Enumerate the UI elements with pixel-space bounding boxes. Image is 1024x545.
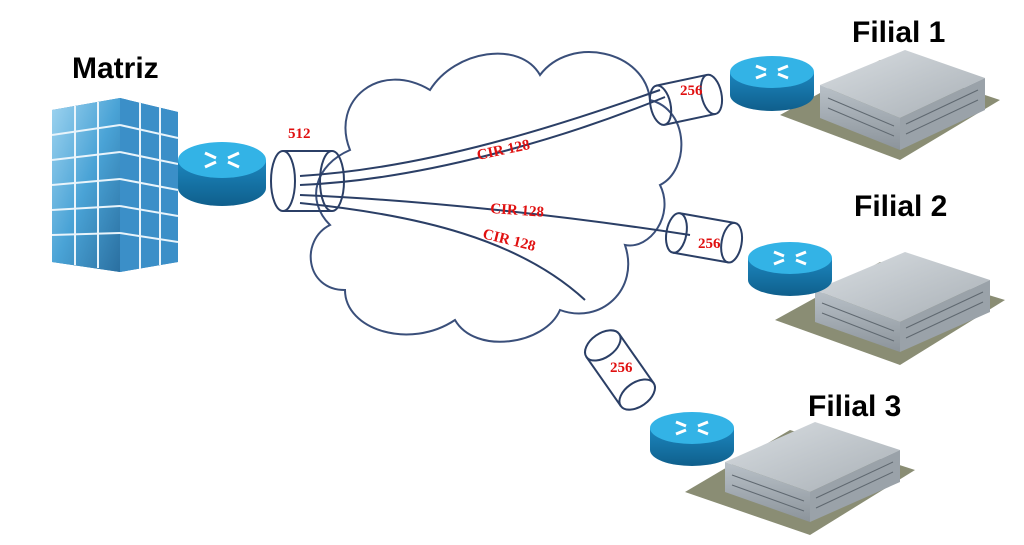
wan-cloud [309, 51, 683, 343]
hq-label: Matriz [72, 52, 159, 85]
pvc-line-branch2 [299, 194, 691, 236]
router-arrows-icon [204, 151, 240, 169]
hq-building [51, 98, 179, 272]
branch1-building [780, 50, 1000, 160]
hq-access-pipe [270, 150, 345, 212]
router-arrows-icon [675, 420, 709, 436]
branch2-router [748, 242, 832, 296]
pvc-line-branch1b [299, 89, 661, 177]
hq-router [178, 142, 266, 206]
branch2-building [775, 252, 1005, 365]
branch3-router [650, 412, 734, 466]
branch3-building [685, 422, 915, 535]
branch3-access-pipe [584, 329, 656, 411]
cir-label-branch1: CIR 128 [476, 137, 532, 164]
branch1-label: Filial 1 [852, 16, 945, 49]
router-arrows-icon [773, 250, 807, 266]
pvc-line-branch3 [299, 202, 586, 301]
branch2-access-pipe [664, 212, 744, 264]
branch2-access-label: 256 [698, 236, 721, 252]
hq-access-label: 512 [288, 126, 311, 142]
branch1-router [730, 56, 814, 111]
cir-label-branch2: CIR 128 [490, 201, 545, 221]
branch2-label: Filial 2 [854, 190, 947, 223]
router-arrows-icon [755, 64, 789, 80]
branch3-access-label: 256 [610, 360, 633, 376]
pvc-line-branch1 [299, 96, 666, 186]
branch3-label: Filial 3 [808, 390, 901, 423]
pvc-lines [299, 89, 691, 301]
branch1-access-pipe [648, 73, 724, 126]
branch1-access-label: 256 [680, 83, 703, 99]
